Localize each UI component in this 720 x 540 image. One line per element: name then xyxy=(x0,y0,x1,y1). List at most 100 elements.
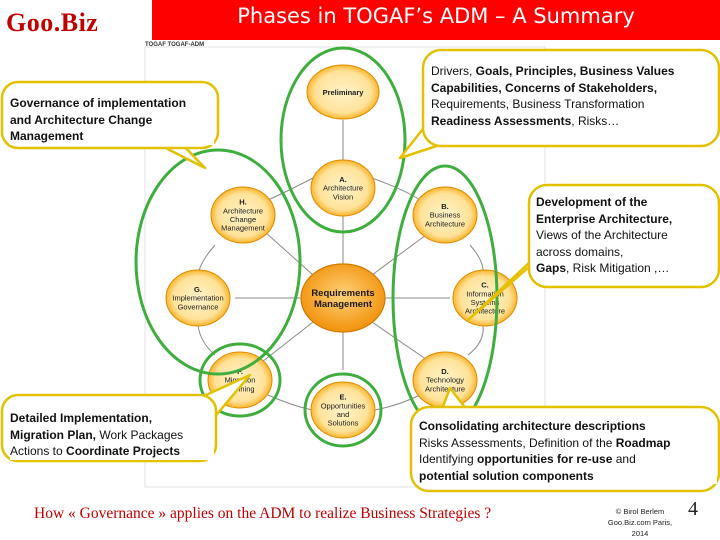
callout-line: Migration Plan, Work Packages xyxy=(10,427,214,444)
callout-line: Consolidating architecture descriptions xyxy=(419,418,717,435)
callout-text-run: Management xyxy=(10,129,84,143)
callout-line: potential solution components xyxy=(419,468,717,485)
phase-label-line: C. xyxy=(481,281,489,290)
callout-line: Requirements, Business Transformation xyxy=(431,96,717,113)
callout-text-run: and Architecture Change xyxy=(10,112,153,127)
phase-label-line: Technology xyxy=(426,376,464,385)
callout-line: Risks Assessments, Definition of the Roa… xyxy=(419,435,717,452)
phase-c-circle xyxy=(452,269,518,327)
phase-a-circle xyxy=(310,159,376,217)
callout-text-run: Capabilities, Concerns of Stakeholders, xyxy=(431,80,658,95)
page-number: 4 xyxy=(688,498,698,520)
phase-label-line: H. xyxy=(239,198,247,207)
phase-label-line: Solutions xyxy=(328,419,359,428)
cycle-arc-ef xyxy=(267,394,313,411)
callout-line: across domains, xyxy=(536,244,716,261)
highlight-preliminary-a xyxy=(279,46,407,234)
phase-g-circle xyxy=(165,269,231,327)
phase-label-line: Architecture xyxy=(425,219,465,228)
callout-text-run: Migration Plan, xyxy=(10,427,97,442)
callout-text-run: Goals, Principles, Business Values xyxy=(475,64,675,78)
callout-text-run: Roadmap xyxy=(615,435,671,450)
phase-label-line: Governance xyxy=(178,302,219,311)
cycle-arc-cd xyxy=(467,324,484,356)
phase-b-circle xyxy=(412,186,478,244)
callout-line: Governance of implementation xyxy=(10,95,214,112)
callout-text-run: Actions to xyxy=(10,444,67,458)
callout-line: Capabilities, Concerns of Stakeholders, xyxy=(431,80,717,97)
callout-line: Actions to Coordinate Projects xyxy=(10,443,214,460)
connector-center-d xyxy=(371,321,431,363)
phase-label-line: E. xyxy=(339,393,346,402)
phase-label-line: Management xyxy=(221,224,266,233)
callout-text-run: Detailed Implementation, xyxy=(10,411,153,425)
phase-label-line: Architecture xyxy=(425,384,465,393)
phase-circles xyxy=(165,64,518,439)
callout-text-run: Consolidating architecture descriptions xyxy=(419,419,646,433)
phase-label-line: Opportunities xyxy=(321,401,366,410)
phase-label-line: Management xyxy=(314,299,373,310)
callout-text-run: Requirements, Business Transformation xyxy=(431,97,645,111)
title-bar xyxy=(152,0,720,40)
connector-center-h xyxy=(264,231,314,276)
callout-text-run: Gaps xyxy=(536,261,567,275)
callout-text-run: and xyxy=(612,452,636,466)
phase-label-line: Information xyxy=(466,289,504,298)
slide-title: Phases in TOGAF’s ADM – A Summary xyxy=(237,4,635,28)
callout-line: and Architecture Change xyxy=(10,112,214,129)
callout-text-run: Drivers, xyxy=(431,64,476,78)
phase-label-line: G. xyxy=(194,285,202,294)
diagram-caption: TOGAF TOGAF-ADM xyxy=(145,42,205,48)
phase-label-line: Vision xyxy=(333,192,353,201)
callout-governance-change: Governance of implementation and Architec… xyxy=(10,95,214,145)
callout-text-run: Enterprise Architecture, xyxy=(536,211,673,226)
connector-center-b xyxy=(371,231,431,276)
phase-label-line: Implementation xyxy=(172,294,223,303)
callout-text-run: Readiness Assessments xyxy=(431,113,572,128)
callout-line: Gaps, Risk Mitigation ,… xyxy=(536,260,716,277)
copyright-notice: © Birol Berlem Goo.Biz.com Paris, 2014 xyxy=(600,506,680,539)
callout-line: Drivers, Goals, Principles, Business Val… xyxy=(431,63,717,80)
phase-label-line: and xyxy=(337,410,350,419)
callout-text-run: Views of the Architecture xyxy=(536,228,668,242)
copyright-line: © Birol Berlem xyxy=(615,507,665,516)
highlight-g-h xyxy=(134,148,302,376)
callout-drivers-goals: Drivers, Goals, Principles, Business Val… xyxy=(431,63,717,129)
callout-text-run: Governance of implementation xyxy=(10,96,187,110)
goobiz-logo: Goo.Biz xyxy=(6,8,99,37)
callout-text-run: , Risk Mitigation ,… xyxy=(566,261,670,275)
cycle-arc-ab xyxy=(371,177,421,201)
callout-line: Detailed Implementation, xyxy=(10,410,214,427)
phase-label-line: Architecture xyxy=(323,184,363,193)
copyright-line: Goo.Biz.com Paris, xyxy=(607,518,673,527)
callout-line: Views of the Architecture xyxy=(536,227,716,244)
phase-preliminary-circle xyxy=(306,64,380,120)
callout-text-run: Work Packages xyxy=(96,427,184,442)
callout-line: Enterprise Architecture, xyxy=(536,211,716,228)
callout-text-run: Development of the xyxy=(536,195,648,209)
requirements-management-circle xyxy=(300,263,386,333)
phase-label-line: Architecture xyxy=(223,206,263,215)
callout-text-run: potential solution components xyxy=(419,468,594,483)
copyright-line: 2014 xyxy=(631,529,649,538)
callout-text-run: across domains, xyxy=(536,244,624,259)
highlight-e xyxy=(303,372,383,448)
callout-line: Development of the xyxy=(536,194,716,211)
phase-label-line: Architecture xyxy=(465,307,505,316)
phase-label-line: Requirements xyxy=(311,288,374,299)
callout-text-run: Risks Assessments, Definition of the xyxy=(419,435,616,450)
callout-line: Identifying opportunities for re-use and xyxy=(419,451,717,468)
footer-question: How « Governance » applies on the ADM to… xyxy=(34,505,492,522)
callout-text-run: opportunities for re-use xyxy=(477,452,613,466)
callout-text-run: , Risks… xyxy=(571,113,620,128)
phase-label-line: A. xyxy=(339,175,347,184)
callout-text-run: Identifying xyxy=(419,452,478,466)
phase-label-line: Change xyxy=(230,215,256,224)
